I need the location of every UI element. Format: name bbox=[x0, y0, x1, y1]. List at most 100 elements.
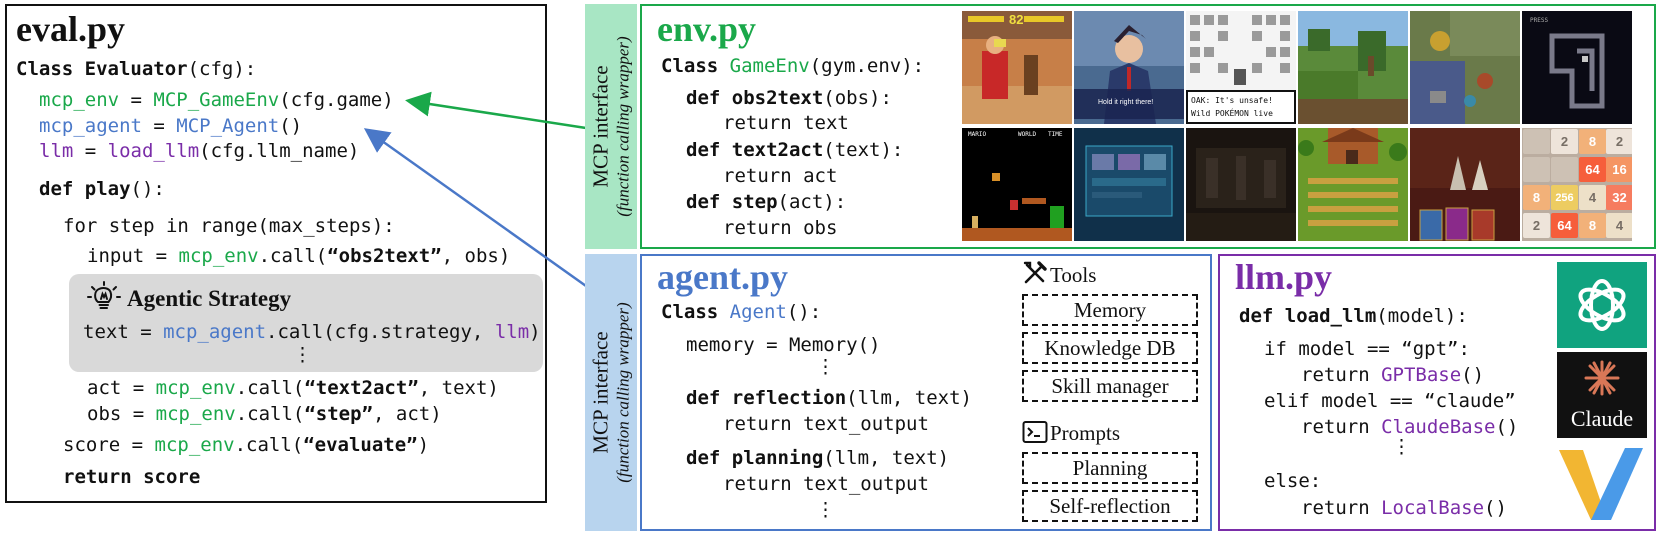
agent-panel: agent.py Class Agent(): memory = Memory(… bbox=[640, 254, 1212, 531]
eval-strategy-vdots: ⋮ bbox=[293, 344, 312, 366]
agent-class-line: Class Agent(): bbox=[661, 301, 822, 323]
llm-panel: llm.py def load_llm(model): if model == … bbox=[1218, 254, 1656, 531]
sokoban-label: PRESS bbox=[1530, 17, 1549, 24]
eval-agent-line: mcp_agent = MCP_Agent() bbox=[39, 115, 303, 137]
env-title: env.py bbox=[657, 9, 757, 49]
llm-vdots: ⋮ bbox=[1392, 436, 1411, 458]
tile-2048: 8 bbox=[1579, 129, 1606, 154]
prompt-planning: Planning bbox=[1022, 452, 1198, 484]
tile-2048: 2 bbox=[1606, 129, 1632, 154]
pokemon-screenshot: OAK: It's unsafe! Wild POKÉMON live bbox=[1186, 11, 1296, 124]
tool-memory: Memory bbox=[1022, 294, 1198, 326]
tile-2048 bbox=[1523, 129, 1550, 154]
tile-2048: 4 bbox=[1579, 185, 1606, 210]
env-def-text2act: def text2act(text): bbox=[686, 139, 904, 161]
llm-return-claude: return ClaudeBase() bbox=[1301, 416, 1519, 438]
agent-arrow bbox=[363, 128, 587, 288]
pokemon-dialog-2: Wild POKÉMON live bbox=[1191, 109, 1273, 118]
tile-2048: 2 bbox=[1551, 129, 1578, 154]
agentic-strategy-box: Agentic Strategy text = mcp_agent.call(c… bbox=[69, 274, 543, 372]
agent-vdots-2: ⋮ bbox=[816, 499, 835, 521]
agent-def-planning: def planning(llm, text) bbox=[686, 447, 950, 469]
dark-dungeon-screenshot bbox=[1186, 128, 1296, 241]
mcp-env-label: MCP interface bbox=[588, 65, 613, 188]
tile-2048: 4 bbox=[1606, 213, 1632, 238]
llm-if-line: if model == “gpt”: bbox=[1264, 338, 1470, 360]
agent-def-reflection: def reflection(llm, text) bbox=[686, 387, 972, 409]
eval-obs-line: obs = mcp_env.call(“step”, act) bbox=[87, 403, 442, 425]
ace-attorney-dialog: Hold it right there! bbox=[1098, 99, 1154, 106]
env-class-line: Class GameEnv(gym.env): bbox=[661, 55, 925, 77]
agent-return-reflection: return text_output bbox=[723, 413, 929, 435]
mario-hud-3: TIME bbox=[1048, 131, 1063, 138]
claude-logo: Claude bbox=[1557, 352, 1647, 438]
tools-group: Tools Memory Knowledge DB Skill manager bbox=[1022, 260, 1202, 402]
local-model-logo bbox=[1557, 442, 1647, 526]
stardew-valley-screenshot bbox=[1298, 128, 1408, 241]
tools-icon bbox=[1023, 261, 1047, 284]
mcp-bar-agent: MCP interface(function calling wrapper) bbox=[585, 254, 637, 531]
card-game-screenshot bbox=[1410, 128, 1520, 241]
env-return-act: return act bbox=[723, 165, 838, 187]
sf-score: 82 bbox=[1009, 12, 1024, 27]
eval-input-line: input = mcp_env.call(“obs2text”, obs) bbox=[87, 245, 511, 267]
tile-2048: 256 bbox=[1551, 185, 1578, 210]
eval-title: eval.py bbox=[16, 9, 126, 49]
v-shape-icon bbox=[1559, 448, 1643, 520]
game-2048-screenshot: 2 8 2 64 16 8 256 4 32 2 64 8 4 bbox=[1522, 128, 1632, 241]
agent-vdots-1: ⋮ bbox=[816, 356, 835, 378]
menu-game-screenshot bbox=[1074, 128, 1184, 241]
minecraft-screenshot bbox=[1298, 11, 1408, 124]
mcp-env-sublabel: (function calling wrapper) bbox=[613, 36, 633, 217]
agent-return-planning: return text_output bbox=[723, 473, 929, 495]
llm-return-gpt: return GPTBase() bbox=[1301, 364, 1485, 386]
prompt-self-reflection: Self-reflection bbox=[1022, 490, 1198, 522]
agent-title: agent.py bbox=[657, 257, 789, 297]
prompts-label: Prompts bbox=[1050, 421, 1121, 445]
tile-2048: 8 bbox=[1579, 213, 1606, 238]
eval-act-line: act = mcp_env.call(“text2act”, text) bbox=[87, 377, 499, 399]
ace-attorney-screenshot: Hold it right there! bbox=[1074, 11, 1184, 124]
eval-class-line: Class Evaluator(cfg): bbox=[16, 58, 257, 80]
agentic-strategy-title: Agentic Strategy bbox=[127, 286, 292, 311]
mario-hud-1: MARIO bbox=[968, 131, 987, 138]
tile-2048: 16 bbox=[1606, 157, 1632, 182]
game-screenshot-grid: 82 Hold it right there! bbox=[962, 11, 1652, 243]
tile-2048: 8 bbox=[1523, 185, 1550, 210]
street-fighter-screenshot: 82 bbox=[962, 11, 1072, 124]
tools-label: Tools bbox=[1050, 263, 1097, 287]
eval-def-play: def play(): bbox=[39, 178, 165, 200]
tile-2048 bbox=[1551, 157, 1578, 182]
mcp-bar-env: MCP interface(function calling wrapper) bbox=[585, 4, 637, 249]
claude-spark-icon bbox=[1584, 360, 1620, 396]
env-arrow bbox=[405, 91, 587, 130]
agent-memory-line: memory = Memory() bbox=[686, 334, 881, 356]
eval-panel: eval.py Class Evaluator(cfg): mcp_env = … bbox=[5, 4, 547, 503]
tile-2048: 2 bbox=[1523, 213, 1550, 238]
eval-score-line: score = mcp_env.call(“evaluate”) bbox=[63, 434, 430, 456]
lightbulb-icon bbox=[87, 281, 121, 309]
tool-knowledge-db: Knowledge DB bbox=[1022, 332, 1198, 364]
eval-code: Class Evaluator(cfg): mcp_env = MCP_Game… bbox=[16, 6, 536, 496]
llm-elif-line: elif model == “claude” bbox=[1264, 390, 1516, 412]
terminal-icon bbox=[1022, 421, 1048, 443]
openai-logo bbox=[1557, 262, 1647, 348]
prompts-group: Prompts Planning Self-reflection bbox=[1022, 418, 1202, 528]
llm-return-local: return LocalBase() bbox=[1301, 497, 1507, 519]
tile-2048: 64 bbox=[1579, 157, 1606, 182]
mcp-agent-label: MCP interface bbox=[588, 331, 613, 454]
mcp-agent-sublabel: (function calling wrapper) bbox=[613, 302, 633, 483]
env-panel: env.py Class GameEnv(gym.env): def obs2t… bbox=[640, 4, 1656, 249]
openai-knot-icon bbox=[1578, 279, 1626, 331]
llm-else-line: else: bbox=[1264, 470, 1322, 492]
tile-2048: 32 bbox=[1606, 185, 1632, 210]
tile-2048 bbox=[1523, 157, 1550, 182]
claude-logo-text: Claude bbox=[1570, 406, 1634, 431]
eval-for-line: for step in range(max_steps): bbox=[63, 215, 395, 237]
env-return-obs: return obs bbox=[723, 217, 838, 239]
eval-code-tail: act = mcp_env.call(“text2act”, text) obs… bbox=[16, 6, 536, 496]
eval-return-line: return score bbox=[63, 466, 201, 488]
eval-env-line: mcp_env = MCP_GameEnv(cfg.game) bbox=[39, 89, 394, 111]
eval-strategy-line: text = mcp_agent.call(cfg.strategy, llm) bbox=[83, 321, 541, 343]
